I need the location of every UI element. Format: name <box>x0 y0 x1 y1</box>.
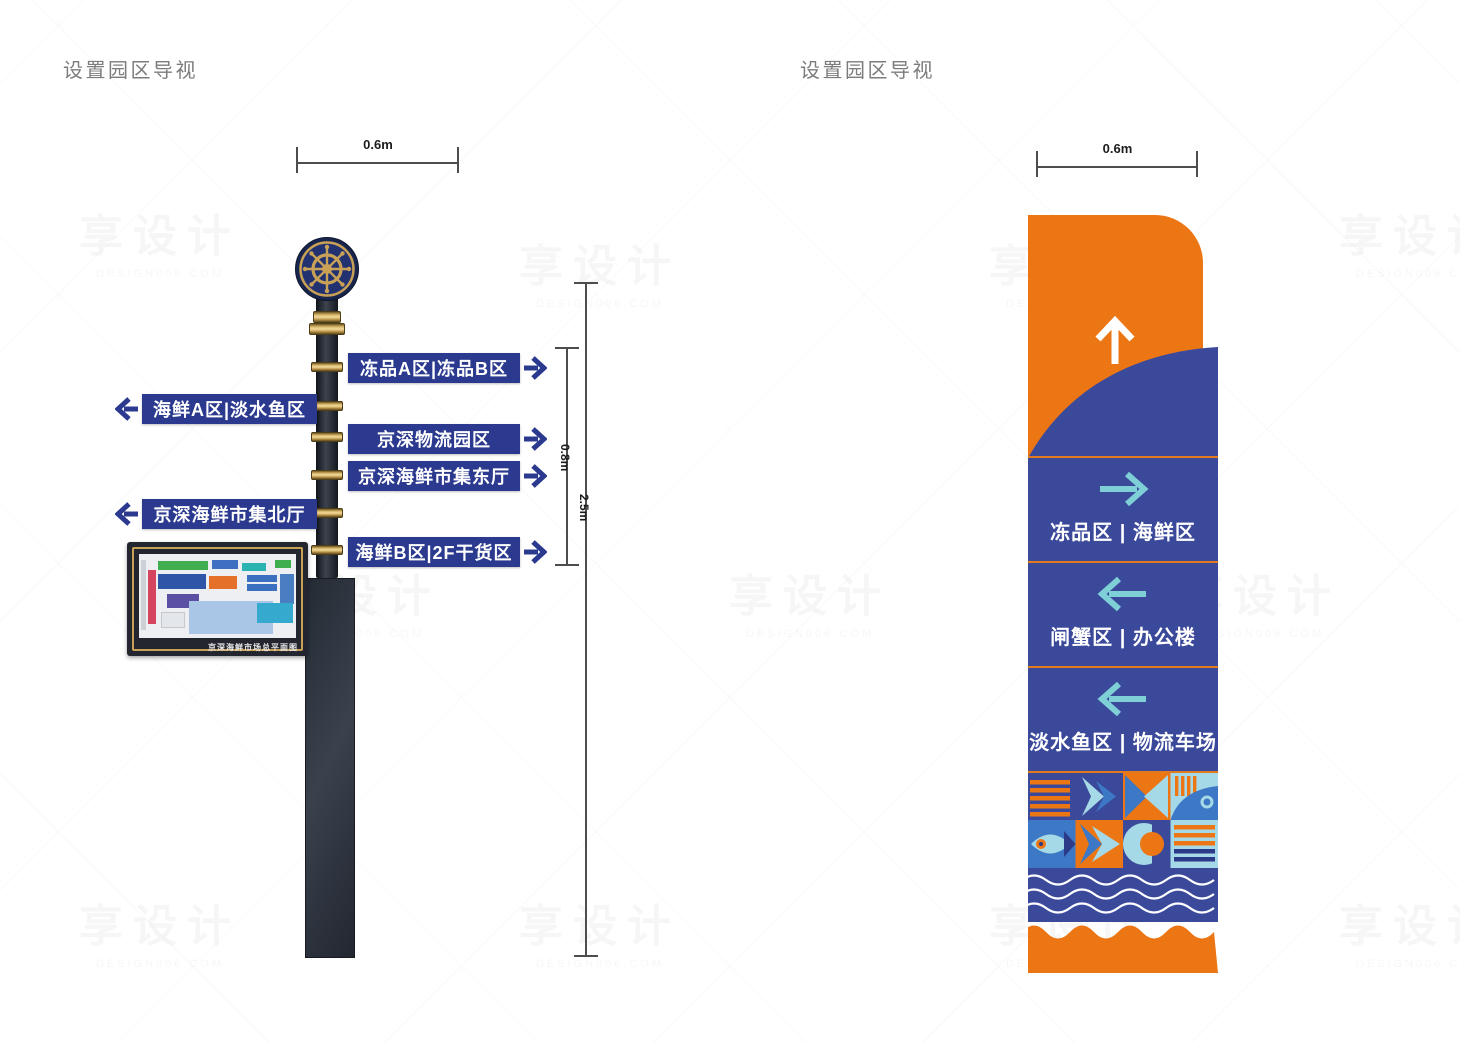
totem-blue-arc <box>1028 347 1218 458</box>
dim-tick <box>555 564 579 566</box>
map-block <box>257 603 293 623</box>
right-arrow-icon <box>523 424 547 454</box>
map-block <box>275 560 291 568</box>
totem-separator <box>1028 666 1218 668</box>
totem-separator <box>1028 561 1218 563</box>
right-width-dim-label: 0.6m <box>1102 141 1133 156</box>
left-width-dim-label: 0.6m <box>363 137 393 152</box>
pole-collar <box>311 432 343 442</box>
totem-row: 淡水鱼区 | 物流车场 <box>1028 668 1218 771</box>
right-arrow-icon <box>523 537 547 567</box>
totem-separator <box>1028 456 1218 458</box>
pole-collar <box>311 545 343 555</box>
map-block <box>158 574 206 589</box>
totem-orange-base <box>1028 925 1218 973</box>
fish-pattern-band <box>1028 773 1218 868</box>
totem-row: 冻品区 | 海鲜区 <box>1028 458 1218 561</box>
sign-blade-right: 京深物流园区 <box>348 424 520 454</box>
map-block <box>148 570 156 624</box>
totem-row-label: 冻品区 | 海鲜区 <box>1050 522 1196 544</box>
pole-collar <box>311 362 343 372</box>
map-block <box>209 576 237 589</box>
site-map-board: 京深海鲜市场总平面图 <box>127 542 308 656</box>
dim-tick <box>296 147 298 173</box>
map-graphic <box>139 554 296 638</box>
left-arrow-icon <box>1097 576 1146 612</box>
total-height-dim-label: 2.5m <box>577 494 591 522</box>
map-block <box>247 575 277 582</box>
right-width-dim-line <box>1037 166 1198 168</box>
sign-band-dim-label: 0.8m <box>558 444 572 472</box>
pole-collar <box>311 470 343 480</box>
map-block <box>242 563 266 571</box>
sign-blade-right: 冻品A区|冻品B区 <box>348 353 520 383</box>
map-block <box>158 561 208 570</box>
sign-blade-right: 海鲜B区|2F干货区 <box>348 537 520 567</box>
map-block <box>212 560 238 569</box>
dim-tick <box>1036 151 1038 177</box>
map-block <box>141 560 146 630</box>
map-block <box>280 574 294 604</box>
totem-row: 闸蟹区 | 办公楼 <box>1028 563 1218 666</box>
dim-tick <box>555 347 579 349</box>
right-arrow-icon <box>523 461 547 491</box>
total-height-dim-line <box>585 283 587 957</box>
dim-tick <box>574 282 598 284</box>
totem-row-label: 闸蟹区 | 办公楼 <box>1050 627 1196 649</box>
sign-blade-left: 京深海鲜市集北厅 <box>142 499 317 529</box>
dim-tick <box>1196 151 1198 177</box>
right-arrow-icon <box>1100 471 1149 507</box>
dim-tick <box>457 147 459 173</box>
map-caption: 京深海鲜市场总平面图 <box>208 643 298 652</box>
left-arrow-icon <box>1097 681 1146 717</box>
sign-blade-right: 京深海鲜市集东厅 <box>348 461 520 491</box>
sign-blade-left: 海鲜A区|淡水鱼区 <box>142 394 317 424</box>
sign-band-dim-line <box>566 348 568 565</box>
map-block <box>247 584 277 591</box>
waves-band <box>1028 868 1218 922</box>
left-width-dim-line <box>297 162 459 164</box>
totem-separator <box>1028 771 1218 773</box>
totem-row-label: 淡水鱼区 | 物流车场 <box>1029 732 1217 754</box>
pole-cap-band <box>309 323 345 335</box>
ship-wheel-finial-icon <box>295 237 359 301</box>
map-block <box>161 612 185 628</box>
map-gold-border <box>132 547 303 651</box>
up-arrow-icon <box>1095 315 1135 364</box>
right-panel-title: 设置园区导视 <box>800 60 935 82</box>
pole-cap-band <box>313 311 341 323</box>
sign-base-column <box>305 578 355 958</box>
left-arrow-icon <box>115 499 139 529</box>
left-panel-title: 设置园区导视 <box>63 60 198 82</box>
right-arrow-icon <box>523 353 547 383</box>
dim-tick <box>574 955 598 957</box>
left-arrow-icon <box>115 394 139 424</box>
